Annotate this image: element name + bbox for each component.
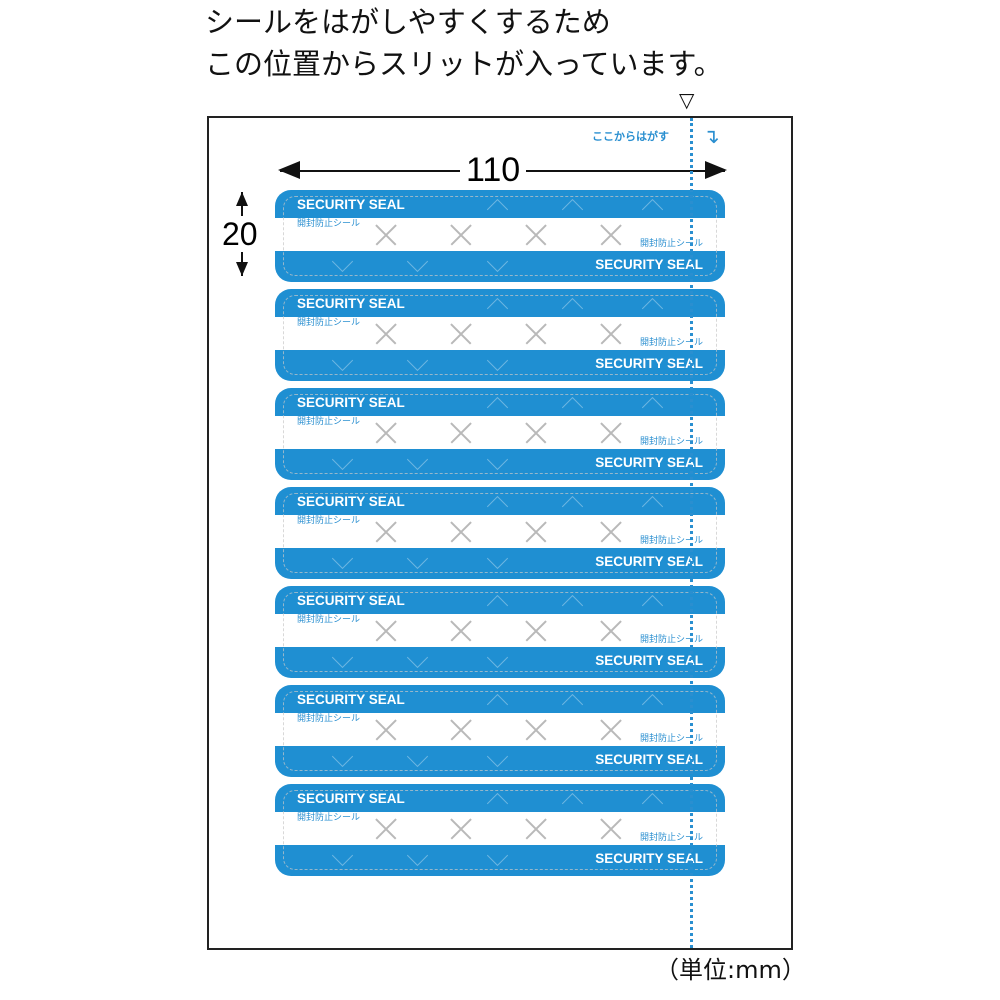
cross-mark-icon (525, 323, 547, 345)
width-value: 110 (460, 151, 527, 189)
cross-mark-icon (600, 818, 622, 840)
caption-line-2: この位置からスリットが入っています。 (205, 47, 723, 81)
arrow-left-icon (278, 161, 300, 179)
cross-mark-icon (525, 818, 547, 840)
peel-here-label: ここからはがす (592, 130, 669, 143)
seal-jp-label: 開封防止シール (639, 635, 703, 645)
label-sheet (207, 116, 793, 950)
seal-jp-label: 開封防止シール (639, 734, 703, 744)
seal-title: SECURITY SEAL (297, 593, 405, 608)
caption-line-1: シールをはがしやすくするため (205, 5, 611, 39)
width-dimension: 110 (278, 151, 727, 189)
cross-mark-icon (375, 719, 397, 741)
seal-title: SECURITY SEAL (595, 752, 703, 767)
seal-jp-label: 開封防止シール (639, 437, 703, 447)
cross-mark-icon (600, 224, 622, 246)
cross-mark-icon (375, 323, 397, 345)
seal-jp-label: 開封防止シール (297, 813, 361, 823)
cross-mark-icon (375, 224, 397, 246)
seal-title: SECURITY SEAL (595, 554, 703, 569)
seal-title: SECURITY SEAL (297, 296, 405, 311)
unit-label: （単位:mm） (655, 956, 806, 984)
cross-mark-icon (450, 323, 472, 345)
slit-line (690, 118, 693, 948)
seal-jp-label: 開封防止シール (297, 417, 361, 427)
seal-title: SECURITY SEAL (297, 395, 405, 410)
seal-jp-label: 開封防止シール (297, 615, 361, 625)
seal-jp-label: 開封防止シール (639, 833, 703, 843)
seal-jp-label: 開封防止シール (639, 338, 703, 348)
seal-title: SECURITY SEAL (297, 692, 405, 707)
cross-mark-icon (450, 719, 472, 741)
cross-mark-icon (525, 620, 547, 642)
seal-title: SECURITY SEAL (297, 494, 405, 509)
cross-mark-icon (450, 818, 472, 840)
seal-jp-label: 開封防止シール (297, 516, 361, 526)
arrow-right-icon (705, 161, 727, 179)
cross-mark-icon (525, 422, 547, 444)
cross-mark-icon (450, 521, 472, 543)
cross-mark-icon (375, 422, 397, 444)
peel-arrow-icon: ↴ (703, 124, 720, 148)
arrow-up-icon (236, 192, 248, 206)
cross-mark-icon (525, 719, 547, 741)
cross-mark-icon (375, 521, 397, 543)
cross-mark-icon (600, 422, 622, 444)
cross-mark-icon (375, 620, 397, 642)
slit-marker-icon: ▽ (679, 88, 695, 112)
seal-jp-label: 開封防止シール (639, 536, 703, 546)
seal-jp-label: 開封防止シール (297, 219, 361, 229)
seal-title: SECURITY SEAL (595, 653, 703, 668)
seal-jp-label: 開封防止シール (639, 239, 703, 249)
height-value: 20 (222, 216, 258, 252)
seal-jp-label: 開封防止シール (297, 714, 361, 724)
cross-mark-icon (375, 818, 397, 840)
seal-title: SECURITY SEAL (595, 356, 703, 371)
seal-title: SECURITY SEAL (297, 791, 405, 806)
cross-mark-icon (600, 323, 622, 345)
seal-title: SECURITY SEAL (297, 197, 405, 212)
height-dimension: 20 (222, 192, 262, 276)
cross-mark-icon (600, 719, 622, 741)
cross-mark-icon (450, 620, 472, 642)
seal-title: SECURITY SEAL (595, 257, 703, 272)
cross-mark-icon (600, 521, 622, 543)
cross-mark-icon (525, 224, 547, 246)
cross-mark-icon (450, 224, 472, 246)
seal-title: SECURITY SEAL (595, 455, 703, 470)
cross-mark-icon (525, 521, 547, 543)
cross-mark-icon (600, 620, 622, 642)
cross-mark-icon (450, 422, 472, 444)
seal-jp-label: 開封防止シール (297, 318, 361, 328)
arrow-down-icon (236, 262, 248, 276)
seal-title: SECURITY SEAL (595, 851, 703, 866)
